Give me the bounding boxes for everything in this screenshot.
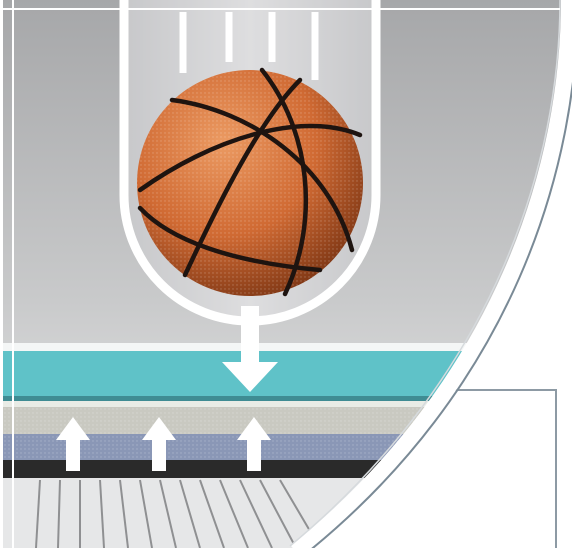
basketball — [137, 70, 363, 296]
